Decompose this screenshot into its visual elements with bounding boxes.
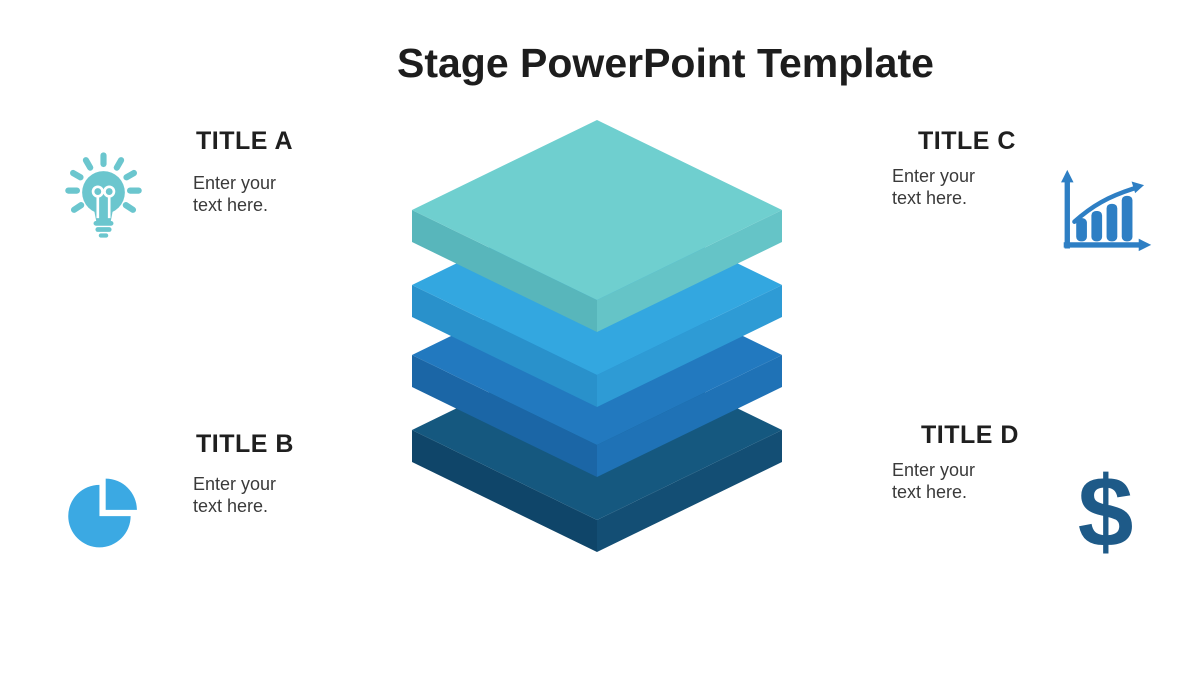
lightbulb-icon	[56, 152, 151, 252]
item-c-placeholder-text: Enter your text here.	[892, 166, 976, 208]
stack-layer-stage-1-top	[412, 120, 782, 332]
item-b-placeholder-text: Enter your text here.	[193, 474, 277, 516]
pie-chart-icon	[60, 474, 142, 552]
dollar-icon: $	[1077, 456, 1134, 568]
item-a-placeholder-text: Enter your text here.	[193, 173, 277, 215]
item-c-title: TITLE C	[918, 127, 1016, 155]
item-d-placeholder-text: Enter your text here.	[892, 460, 976, 502]
bar-chart-icon	[1053, 166, 1153, 256]
item-a-title: TITLE A	[196, 127, 294, 155]
item-d-title: TITLE D	[921, 421, 1019, 449]
item-b-title: TITLE B	[196, 430, 294, 458]
slide-title: Stage PowerPoint Template	[397, 40, 934, 86]
